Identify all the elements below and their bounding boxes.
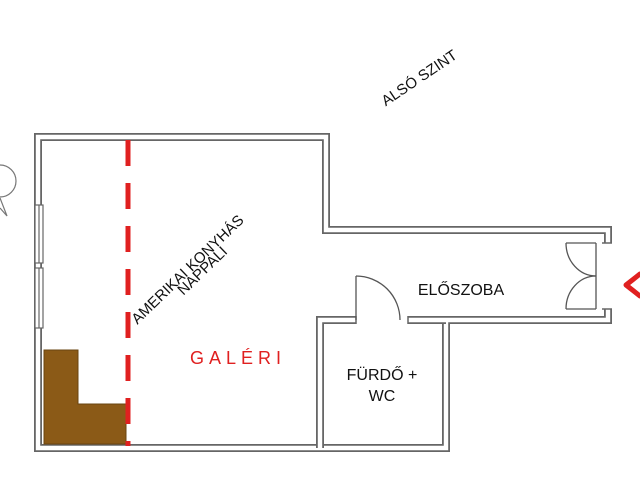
hall-label: ELŐSZOBA <box>418 280 505 299</box>
kitchen-counter <box>43 349 127 445</box>
entrance-door <box>565 242 597 310</box>
bathroom-label-line2: WC <box>369 388 396 405</box>
entrance-arrow-icon <box>623 271 640 299</box>
level-label: ALSÓ SZINT <box>378 47 460 110</box>
gallery-label: GALÉRI <box>190 348 286 368</box>
walls <box>34 133 613 452</box>
door-swing <box>355 275 401 321</box>
interior-wall <box>316 316 446 448</box>
windows <box>34 204 44 329</box>
compass-icon <box>0 164 17 217</box>
living-room-label-line1: AMERIKAI KONYHÁS <box>128 212 247 328</box>
bathroom-label-line1: FÜRDŐ + <box>347 365 418 384</box>
